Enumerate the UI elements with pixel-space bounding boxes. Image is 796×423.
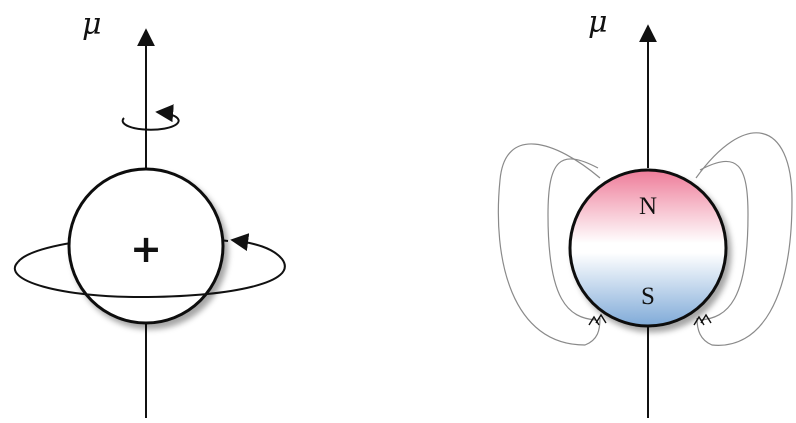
south-pole-label: S	[641, 283, 655, 310]
plus-charge-symbol: +	[130, 227, 162, 271]
small-rotation-arrow	[123, 112, 179, 130]
spinning-charge-panel: μ +	[15, 7, 285, 418]
mu-label: μ	[82, 7, 102, 42]
magnet-panel: μ N S	[498, 5, 792, 418]
north-pole-label: N	[639, 193, 657, 220]
mu-label-magnet: μ	[588, 5, 608, 40]
